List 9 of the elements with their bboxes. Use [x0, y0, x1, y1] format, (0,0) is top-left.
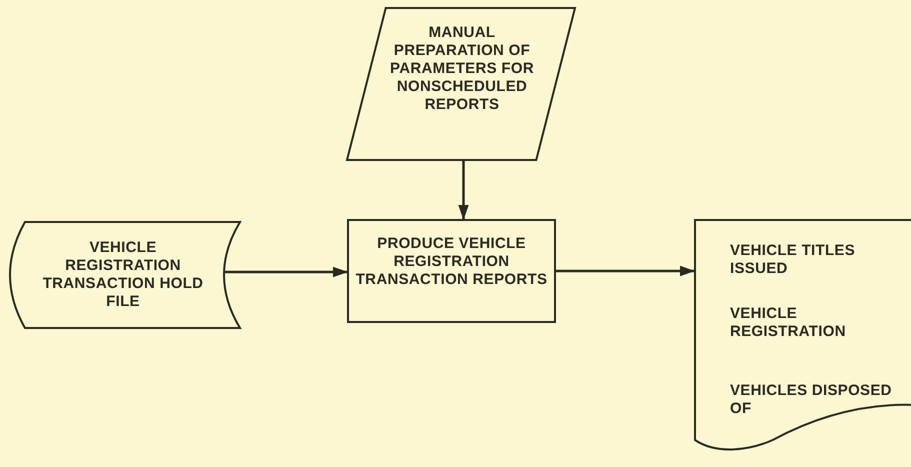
arrow: [224, 266, 348, 278]
node-text: VEHICLE TITLES ISSUED: [730, 242, 856, 278]
node-text: VEHICLE REGISTRATION TRANSACTION HOLD FILE: [42, 239, 204, 311]
node-text: VEHICLES DISPOSED OF: [730, 382, 893, 418]
node-text: PRODUCE VEHICLE REGISTRATION TRANSACTION REPORTS: [354, 235, 548, 289]
arrow: [555, 266, 695, 276]
node-text: VEHICLE REGISTRATION: [730, 305, 847, 341]
arrow: [458, 160, 469, 220]
node-text: MANUAL PREPARATION OF PARAMETERS FOR NONSCHEDULED REPORTS: [389, 24, 535, 114]
